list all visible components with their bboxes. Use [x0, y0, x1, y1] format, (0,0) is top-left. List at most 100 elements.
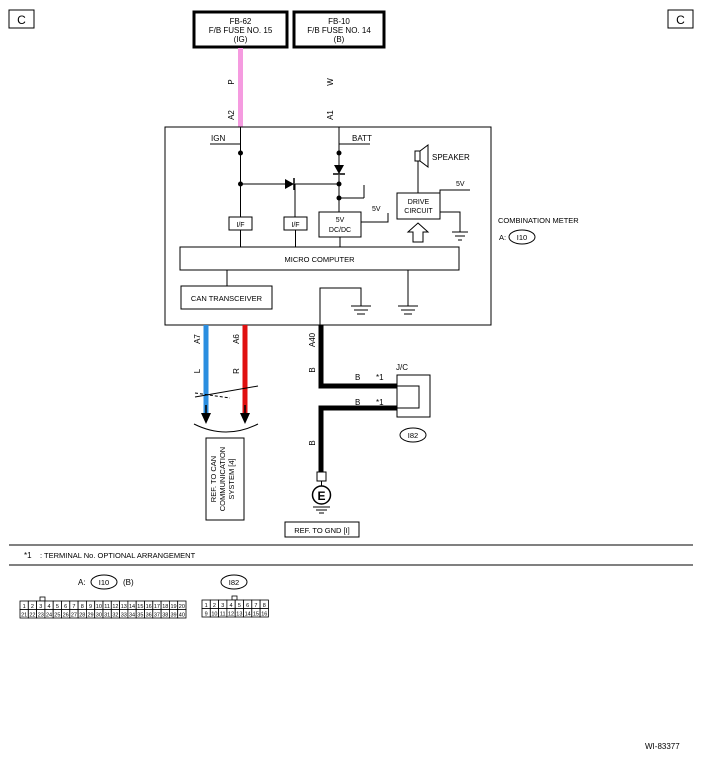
speaker-label: SPEAKER — [432, 153, 470, 162]
connector-pin-number: 18 — [162, 604, 168, 610]
drive-5v-label: 5V — [456, 181, 465, 188]
connector-pin-number: 12 — [228, 612, 234, 618]
drive-circuit-label: CIRCUIT — [404, 208, 433, 215]
connector-pin-number: 39 — [170, 613, 176, 619]
svg-text:REF. TO GND [I]: REF. TO GND [I] — [294, 526, 350, 535]
arrow-down-icon — [201, 413, 211, 424]
connector-pin-number: 11 — [104, 604, 110, 610]
drive-circuit-label: DRIVE — [408, 199, 430, 206]
connector-pin-number: 16 — [261, 612, 267, 618]
svg-text:*1: *1 — [376, 373, 384, 382]
svg-text:B: B — [308, 367, 317, 372]
connector-pin-number: 28 — [79, 613, 85, 619]
connector-pin-number: 29 — [87, 613, 93, 619]
fuse-box-b: FB-10 F/B FUSE NO. 14 (B) — [292, 10, 386, 49]
combination-meter-box — [164, 126, 492, 326]
connector-pin-number: 6 — [246, 603, 249, 609]
ign-pin-label: A2 — [227, 110, 236, 120]
i10-prefix: A: — [78, 578, 86, 587]
batt-label: BATT — [352, 134, 372, 143]
junction-dot — [336, 195, 342, 201]
junction-dot — [336, 181, 342, 187]
connector-pin-number: 40 — [179, 613, 185, 619]
connector-pin-number: 5 — [238, 603, 241, 609]
connector-pin-number: 11 — [220, 612, 226, 618]
svg-text:C: C — [676, 13, 685, 27]
junction-dot — [238, 150, 243, 156]
connector-pin-number: 13 — [121, 604, 127, 610]
shield-arc — [193, 423, 259, 433]
diode-horizontal — [285, 178, 295, 190]
svg-text:I10: I10 — [517, 233, 527, 242]
connector-pin-number: 31 — [104, 613, 110, 619]
connector-pin-number: 22 — [29, 613, 35, 619]
connector-pin-number: 7 — [72, 604, 75, 610]
connector-pin-number: 15 — [137, 604, 143, 610]
speaker-icon — [414, 144, 429, 168]
ref-can-box — [205, 437, 245, 521]
connector-pin-cell — [177, 609, 187, 619]
svg-text:C: C — [17, 13, 26, 27]
connector-pin-number: 23 — [38, 613, 44, 619]
connector-pin-number: 25 — [54, 613, 60, 619]
connector-pin-number: 33 — [121, 613, 127, 619]
batt-pin-label: A1 — [326, 110, 335, 120]
connector-pin-number: 8 — [81, 604, 84, 610]
svg-text:CAN TRANSCEIVER: CAN TRANSCEIVER — [191, 294, 263, 303]
jc-label: J/C — [396, 363, 408, 372]
svg-text:FB-62: FB-62 — [230, 17, 252, 26]
connector-pin-number: 38 — [162, 613, 168, 619]
svg-text:I/F: I/F — [291, 222, 299, 229]
svg-text:I82: I82 — [229, 578, 239, 587]
connector-pin-number: 16 — [146, 604, 152, 610]
connector-pin-number: 10 — [96, 604, 102, 610]
fuse-box-ig: FB-62 F/B FUSE NO. 15 (IG) — [192, 10, 289, 49]
svg-text:B: B — [308, 440, 317, 445]
connector-pin-number: 5 — [56, 604, 59, 610]
jc-connector-badge — [399, 427, 427, 443]
twisted-pair-mark — [194, 385, 259, 398]
dcdc-box — [318, 211, 362, 238]
batt-circuit — [338, 127, 370, 212]
svg-text:COMMUNICATION: COMMUNICATION — [218, 447, 227, 511]
up-arrow-icon — [406, 222, 430, 243]
connector-pin-cell — [259, 608, 269, 618]
corner-mark-right: C — [667, 9, 694, 29]
connector-pin-number: 8 — [263, 603, 266, 609]
svg-text:A7: A7 — [193, 334, 202, 344]
svg-text:E: E — [317, 489, 325, 503]
corner-mark-left: C — [8, 9, 35, 29]
connector-pin-number: 17 — [154, 604, 160, 610]
dcdc-label: 5V — [336, 217, 345, 224]
svg-text:I82: I82 — [408, 431, 418, 440]
i10-suffix: (B) — [123, 578, 134, 587]
connector-pin-number: 36 — [146, 613, 152, 619]
connector-pin-number: 1 — [23, 604, 26, 610]
connector-pin-number: 10 — [211, 612, 217, 618]
drive-circuit-box — [396, 192, 441, 220]
connector-pin-number: 2 — [213, 603, 216, 609]
connector-pin-number: 19 — [170, 604, 176, 610]
svg-text:I10: I10 — [99, 578, 109, 587]
svg-text:A6: A6 — [232, 334, 241, 344]
connector-pin-number: 3 — [221, 603, 224, 609]
ign-label: IGN — [211, 134, 225, 143]
connector-pin-number: 2 — [31, 604, 34, 610]
svg-text:MICRO COMPUTER: MICRO COMPUTER — [285, 255, 356, 264]
svg-text:REF. TO CAN: REF. TO CAN — [209, 456, 218, 502]
connector-pin-number: 13 — [236, 612, 242, 618]
svg-text:FB-10: FB-10 — [328, 17, 350, 26]
connector-pin-number: 20 — [179, 604, 185, 610]
meter-connector-prefix: A: — [499, 233, 506, 242]
ref-gnd-box — [284, 521, 360, 538]
dcdc-label: DC/DC — [329, 227, 351, 234]
junction-dot — [238, 181, 243, 187]
connector-pin-number: 35 — [137, 613, 143, 619]
junction-dot — [336, 150, 342, 156]
note-text: : TERMINAL No. OPTIONAL ARRANGEMENT — [40, 551, 196, 560]
jc-ground-wire-black — [318, 405, 397, 474]
ground-icon — [452, 231, 468, 241]
combination-meter-label: COMBINATION METER — [498, 216, 579, 225]
